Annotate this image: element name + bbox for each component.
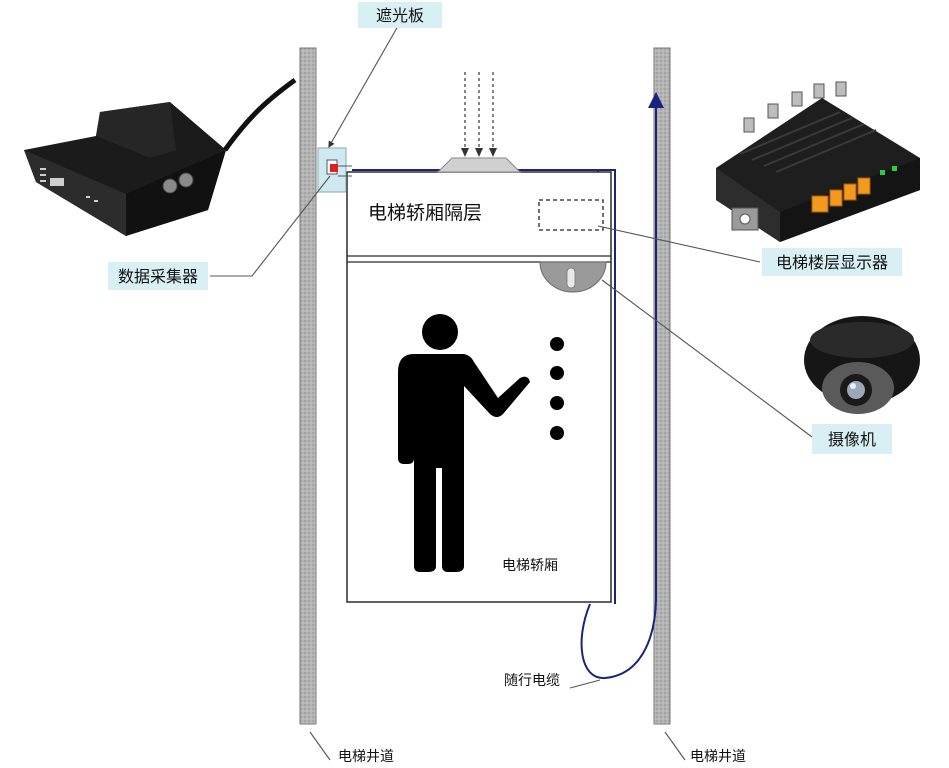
shaft-wall-right: [653, 47, 671, 725]
shaft-wall-left: [299, 47, 317, 725]
dome-camera-image: [804, 316, 920, 414]
label-shield-plate-text: 遮光板: [376, 6, 424, 25]
leader-lines: [210, 25, 813, 761]
floor-button-dots: [550, 337, 564, 440]
floor-display-box: [538, 199, 604, 231]
camera-dome-in-car: [539, 261, 607, 293]
elevator-car-label: 电梯轿厢: [502, 558, 558, 574]
traveling-cable-label: 随行电缆: [504, 673, 560, 689]
shaft-left-label: 电梯井道: [338, 749, 394, 765]
label-data-collector-text: 数据采集器: [118, 267, 198, 286]
car-interlayer-label: 电梯轿厢隔层: [368, 202, 482, 224]
person-figure-icon: [398, 314, 530, 572]
photoelectric-sensor-image: [24, 77, 297, 236]
shield-plate: [317, 147, 352, 193]
label-floor-display: 电梯楼层显示器: [762, 248, 902, 276]
shaft-right-label: 电梯井道: [690, 749, 746, 765]
floor-display-device-image: [716, 81, 920, 242]
label-shield-plate: 遮光板: [358, 2, 442, 28]
label-floor-display-text: 电梯楼层显示器: [776, 253, 888, 272]
label-camera: 摄像机: [812, 424, 892, 454]
hoist-fitting: [436, 72, 522, 173]
label-data-collector: 数据采集器: [108, 262, 208, 290]
label-camera-text: 摄像机: [828, 430, 876, 449]
